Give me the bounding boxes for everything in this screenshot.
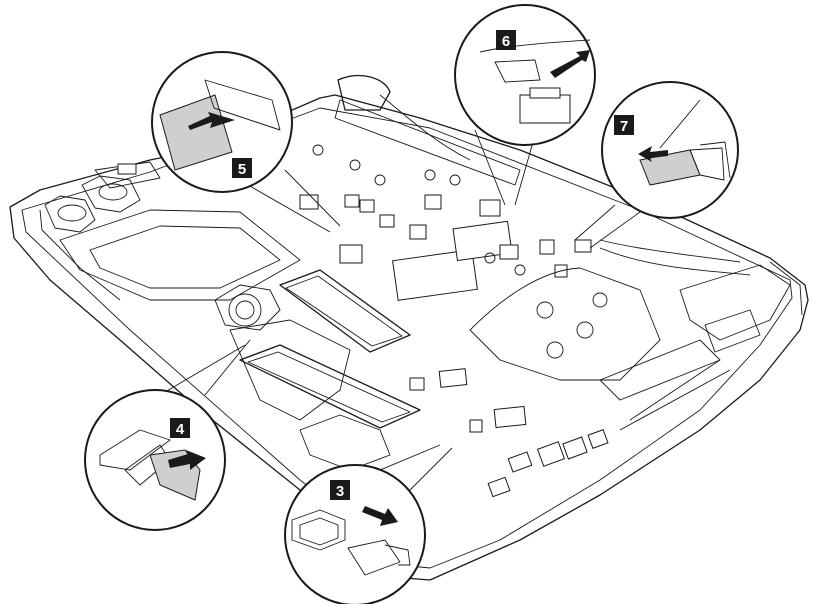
motherboard-chips — [299, 144, 592, 433]
memory-slots — [229, 269, 421, 471]
base-chassis — [9, 94, 809, 581]
callout-4: 4 — [84, 339, 251, 531]
fan-heatsink — [214, 74, 521, 331]
svg-text:6: 6 — [502, 33, 510, 50]
svg-text:5: 5 — [238, 161, 246, 178]
svg-text:3: 3 — [336, 483, 344, 500]
callout-label-5: 5 — [232, 158, 252, 178]
svg-text:7: 7 — [620, 118, 628, 135]
callout-3: 3 — [284, 444, 453, 604]
callout-label-3: 3 — [330, 480, 350, 500]
callout-6: 6 — [454, 4, 596, 206]
callout-label-4: 4 — [170, 418, 190, 438]
callout-label-7: 7 — [614, 115, 634, 135]
right-bracket — [469, 239, 791, 498]
callout-5: 5 — [151, 51, 341, 233]
callout-7: 7 — [574, 81, 739, 249]
left-frame-parts — [44, 161, 301, 301]
svg-text:4: 4 — [176, 421, 185, 438]
callout-label-6: 6 — [496, 30, 516, 50]
